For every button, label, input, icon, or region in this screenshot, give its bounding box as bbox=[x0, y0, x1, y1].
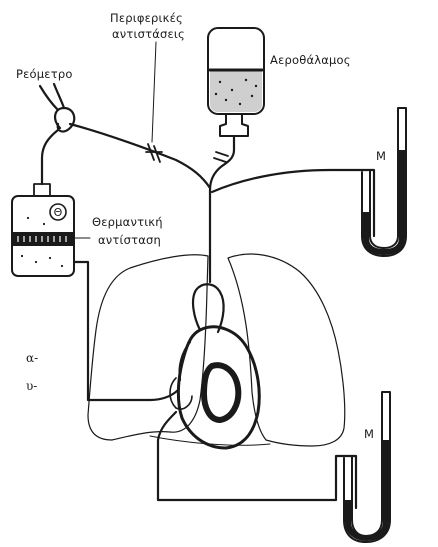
air-chamber-neck bbox=[220, 114, 248, 136]
clamp-icon-2 bbox=[214, 152, 228, 162]
u-tube-manometer-lower-icon: Μ bbox=[344, 392, 390, 542]
heater-coil bbox=[12, 232, 74, 246]
air-chamber-label: Αεροθάλαμος bbox=[270, 53, 351, 67]
upper-manometer-label: Μ bbox=[376, 149, 386, 163]
u-tube-manometer-icon: Μ bbox=[362, 108, 406, 256]
tube-reservoir-to-flowmeter bbox=[42, 130, 58, 184]
tube-peripheral-line bbox=[70, 124, 210, 188]
peripheral-resistances-label-1: Περιφερικές bbox=[110, 11, 183, 25]
right-lung bbox=[88, 255, 208, 440]
tube-air-chamber-to-junction bbox=[210, 166, 222, 190]
heart-outline bbox=[178, 327, 259, 448]
flowmeter-stem-2 bbox=[54, 84, 64, 108]
tube-to-upper-manometer bbox=[212, 170, 374, 236]
aortic-arch bbox=[193, 284, 224, 332]
margin-text-2: υ- bbox=[26, 379, 37, 393]
heart-icon bbox=[170, 284, 259, 448]
margin-text-1: α- bbox=[26, 351, 38, 365]
thermal-resistance-label-2: αντίσταση bbox=[98, 233, 161, 247]
tubing-network bbox=[42, 124, 374, 508]
air-chamber-bottle-icon bbox=[208, 28, 264, 166]
tube-reservoir-outlet bbox=[74, 262, 178, 400]
lower-manometer-fluid bbox=[348, 440, 386, 538]
lower-manometer-label: Μ bbox=[364, 427, 374, 441]
peripheral-resistances-leader bbox=[152, 42, 156, 142]
flowmeter-label: Ρεόμετρο bbox=[16, 67, 73, 81]
upper-manometer-fluid bbox=[366, 150, 402, 252]
heater-symbol: Θ bbox=[54, 206, 63, 219]
heart-ventricle bbox=[204, 365, 238, 420]
left-lung bbox=[228, 254, 345, 446]
flowmeter-coil bbox=[55, 108, 74, 131]
reservoir-cap bbox=[34, 184, 50, 196]
air-chamber-liquid bbox=[210, 70, 262, 112]
peripheral-resistances-label-2: αντιστάσεις bbox=[112, 27, 185, 41]
thermal-resistance-label-1: Θερμαντική bbox=[92, 215, 163, 229]
